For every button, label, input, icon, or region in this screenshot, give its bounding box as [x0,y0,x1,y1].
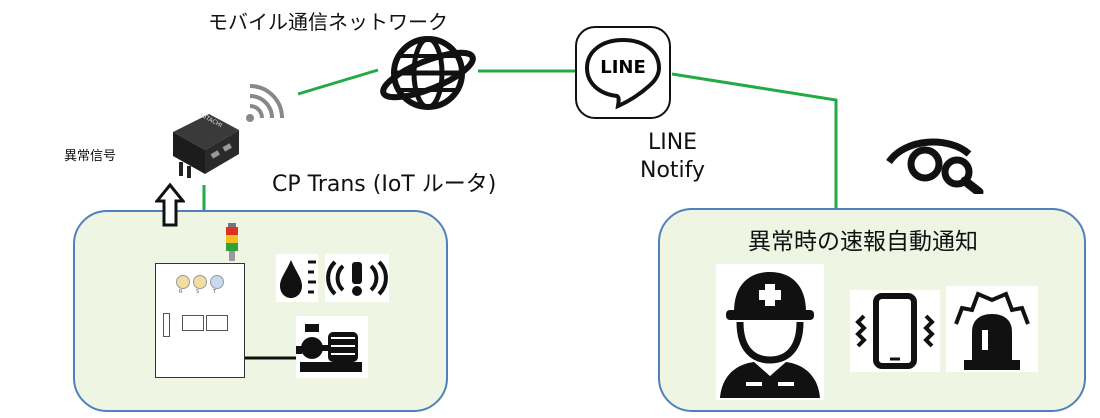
panel-handle [163,313,170,337]
lamp-r [176,275,190,289]
abnormal-signal-label: 異常信号 [64,149,117,164]
globe-icon [380,36,476,110]
pump-wire [245,356,305,360]
control-panel-cabinet: R S T [155,263,245,378]
line-notify-label: LINE Notify [640,129,705,185]
wifi-signal-icon [246,84,284,122]
notify-panel-title: 異常時の速報自動通知 [748,229,978,255]
rotating-beacon-icon [946,286,1038,372]
line-logo-text: LINE [600,57,646,78]
vibrating-phone-icon [850,290,940,372]
lamp-s [193,275,207,289]
line-to-notify-line [671,72,838,208]
lamp-letter-t: T [213,289,217,295]
speech-bubble-icon [584,37,662,110]
worker-helmet-icon [716,264,824,400]
pump-motor-icon [296,316,368,378]
lamp-letter-r: R [179,289,183,295]
water-drop-gauge-icon [276,254,318,302]
meter-box-1 [182,315,204,331]
site-panel [73,210,448,412]
eye-search-icon [886,138,984,194]
line-notify-label-line2: Notify [640,158,706,183]
line-notify-label-line1: LINE [647,130,698,155]
vibration-alert-icon [325,254,389,302]
lamp-t [210,275,224,289]
line-app-icon: LINE [575,26,671,119]
router-to-network-line [297,68,379,96]
router-device [173,114,239,178]
network-label: モバイル通信ネットワーク [208,10,448,34]
router-label: CP Trans (IoT ルータ) [272,172,497,197]
lamp-letter-s: S [196,289,200,295]
up-arrow-icon [155,182,185,227]
meter-box-2 [206,315,228,331]
warning-lamp-icon [226,223,238,261]
